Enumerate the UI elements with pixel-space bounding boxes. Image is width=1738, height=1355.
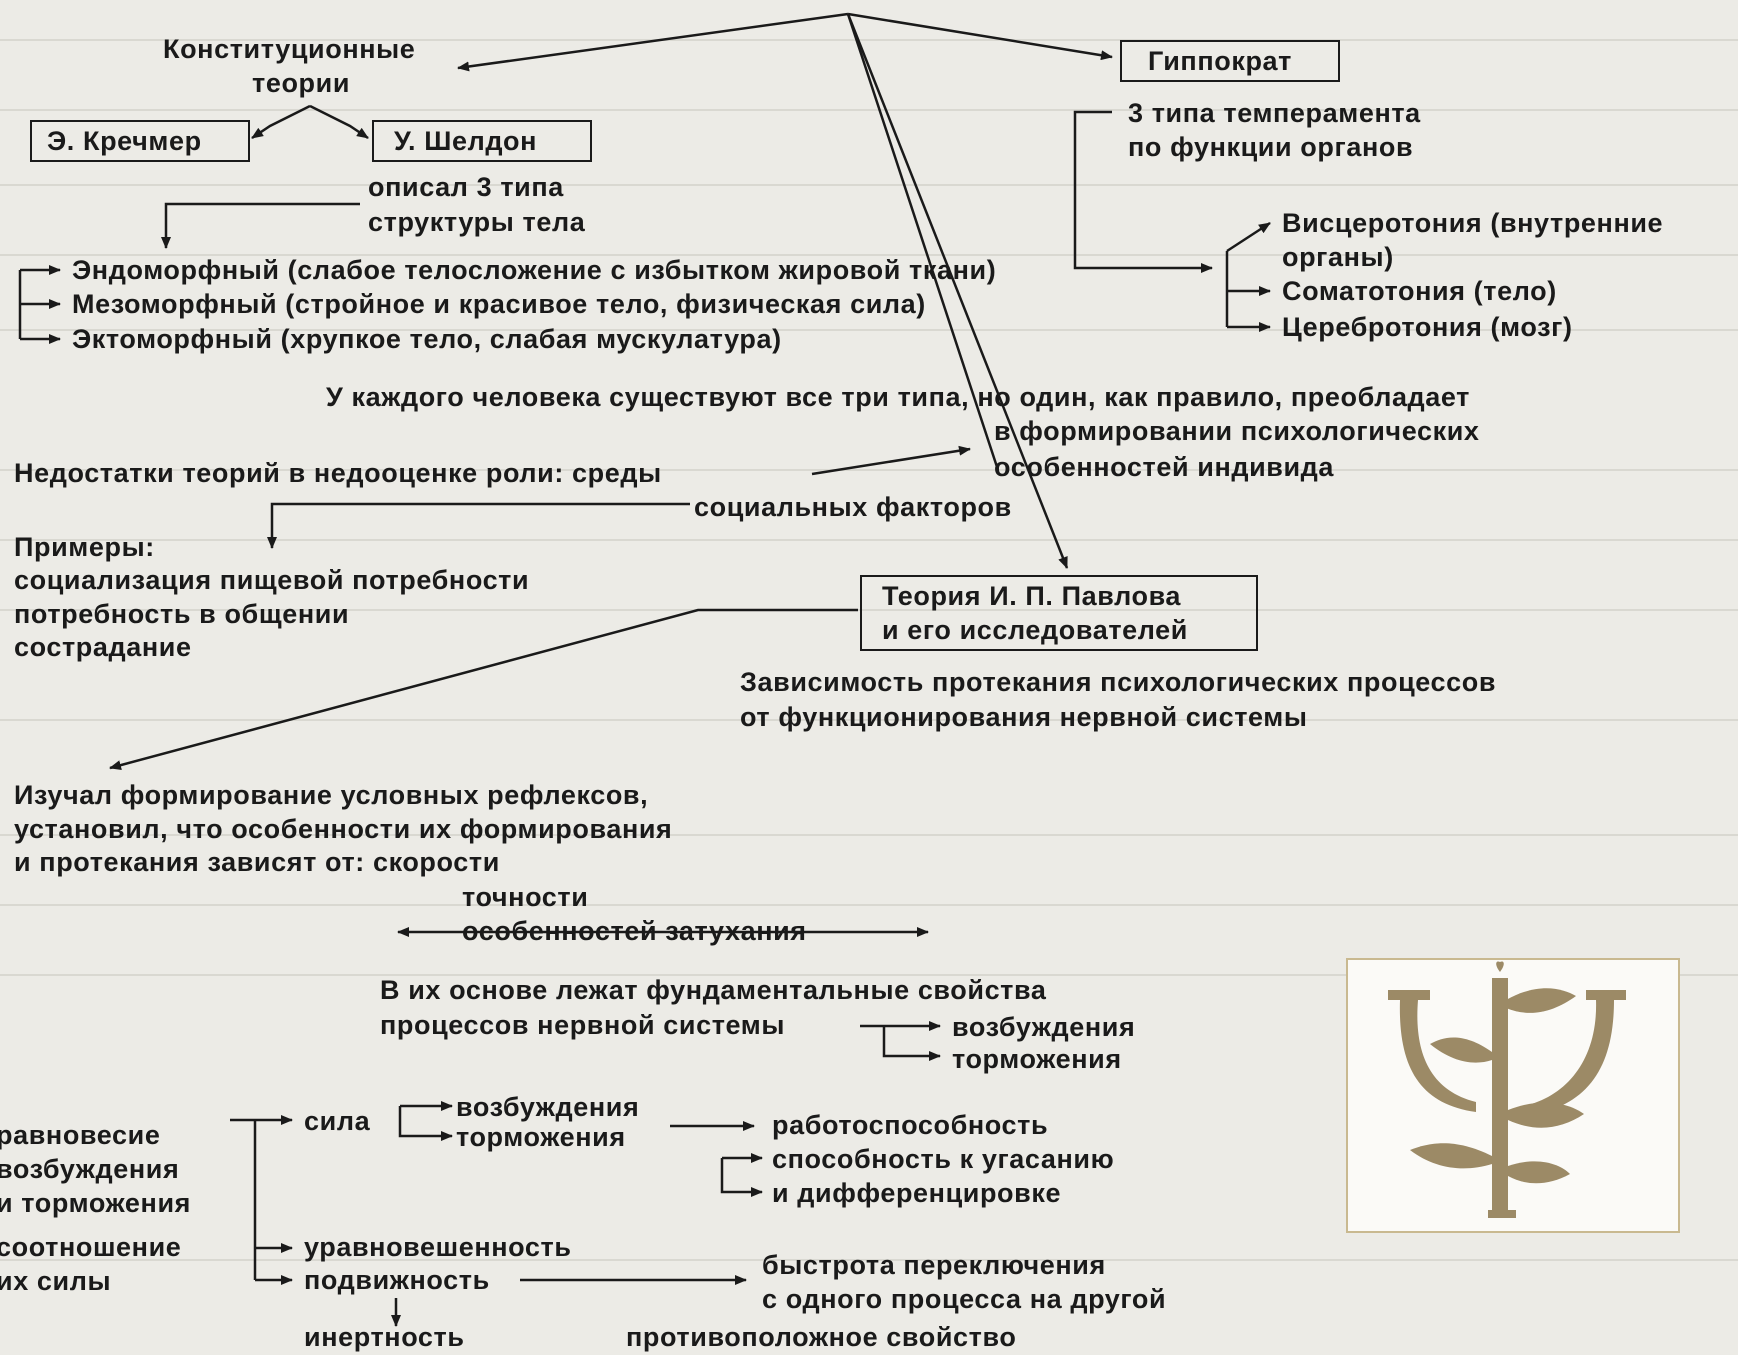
sheldon-desc-1: описал 3 типа — [368, 172, 564, 202]
somatotonia: Соматотония (тело) — [1282, 276, 1557, 306]
basis-inhibition: торможения — [952, 1044, 1122, 1074]
reflexes-3: и протекания зависят от: скорости — [14, 847, 500, 877]
strength-excitation: возбуждения — [456, 1092, 640, 1122]
basis-excitation: возбуждения — [952, 1012, 1136, 1042]
hippocrates-label: Гиппократ — [1148, 46, 1292, 76]
pavlov-box: Теория И. П. Павлова и его исследователе… — [860, 575, 1258, 651]
arrow-to-hippocrates — [847, 12, 1113, 61]
balance-text-4: соотношение — [0, 1232, 182, 1262]
balance-text-5: их силы — [0, 1266, 112, 1296]
arrow-visc — [1226, 221, 1271, 253]
basis-2: процессов нервной системы — [380, 1010, 786, 1040]
strength-label: сила — [304, 1106, 371, 1136]
reflexes-2: установил, что особенности их формирован… — [14, 814, 673, 844]
arrow-to-pavlov — [846, 13, 1069, 569]
example-3: сострадание — [14, 632, 192, 662]
pavlov-label-2: и его исследователей — [882, 615, 1188, 645]
performance: работоспособность — [772, 1110, 1049, 1140]
arrow-to-kretschmer — [251, 104, 311, 140]
balance-text-3: и торможения — [0, 1188, 192, 1218]
accuracy: точности — [462, 882, 589, 912]
arrow-to-examples — [267, 502, 690, 549]
arrow-basis — [882, 1026, 941, 1061]
basis-1: В их основе лежат фундаментальные свойст… — [380, 975, 1047, 1005]
reflexes-1: Изучал формирование условных рефлексов, — [14, 780, 649, 810]
kretschmer-label: Э. Кречмер — [47, 126, 202, 156]
inertia-label: инертность — [304, 1322, 465, 1352]
body-type-ectomorph: Эктоморфный (хрупкое тело, слабая мускул… — [72, 324, 782, 354]
dependency-1: Зависимость протекания психологических п… — [740, 667, 1497, 697]
cerebrotonia: Церебротония (мозг) — [1282, 312, 1573, 342]
arrow-to-constitutional — [457, 12, 849, 72]
line-hub-down — [846, 13, 1000, 471]
body-type-mesomorph: Мезоморфный (стройное и красивое тело, ф… — [72, 289, 926, 319]
sheldon-box: У. Шелдон — [372, 120, 592, 162]
arrow-hippocrates-types — [1073, 110, 1213, 273]
constitutional-label-2: теории — [252, 68, 351, 98]
example-1: социализация пищевой потребности — [14, 565, 530, 595]
fading: особенностей затухания — [462, 916, 807, 946]
arrow-pavlov-reflexes — [109, 608, 858, 770]
every-person-text: У каждого человека существуют все три ти… — [326, 382, 1470, 412]
pavlov-label-1: Теория И. П. Павлова — [882, 581, 1182, 611]
opposite-label: противоположное свойство — [626, 1322, 1017, 1352]
extinction: способность к угасанию — [772, 1144, 1115, 1174]
switch-1: быстрота переключения — [762, 1250, 1106, 1280]
hippocrates-desc-2: по функции органов — [1128, 132, 1414, 162]
arrow-to-sheldon — [309, 104, 369, 140]
examples-title: Примеры: — [14, 532, 155, 562]
formation-2: особенностей индивида — [994, 452, 1335, 482]
visceratonia-2: органы) — [1282, 242, 1394, 272]
hippocrates-desc-1: 3 типа темперамента — [1128, 98, 1421, 128]
balance-text-1: равновесие — [0, 1120, 161, 1150]
social-factors: социальных факторов — [694, 492, 1012, 522]
formation-1: в формировании психологических — [994, 416, 1480, 446]
arrow-to-formation — [811, 445, 971, 476]
mobility-label: подвижность — [304, 1265, 490, 1295]
psi-emblem-icon — [1388, 961, 1626, 1218]
kretschmer-box: Э. Кречмер — [30, 120, 250, 162]
sheldon-label: У. Шелдон — [394, 126, 538, 156]
balance-text-2: возбуждения — [0, 1154, 180, 1184]
dependency-2: от функционирования нервной системы — [740, 702, 1308, 732]
visceratonia-1: Висцеротония (внутренние — [1282, 208, 1664, 238]
arrow-sheldon-desc — [161, 202, 360, 249]
sheldon-desc-2: структуры тела — [368, 207, 586, 237]
strength-inhibition: торможения — [456, 1122, 626, 1152]
hippocrates-box: Гиппократ — [1120, 40, 1340, 82]
shortcomings-text: Недостатки теорий в недооценке роли: сре… — [14, 458, 662, 488]
constitutional-label-1: Конституционные — [163, 34, 416, 64]
body-type-endomorph: Эндоморфный (слабое телосложение с избыт… — [72, 255, 997, 285]
example-2: потребность в общении — [14, 599, 350, 629]
balance-label: уравновешенность — [304, 1232, 572, 1262]
switch-2: с одного процесса на другой — [762, 1284, 1167, 1314]
psi-logo — [1346, 958, 1680, 1233]
differentiation: и дифференцировке — [772, 1178, 1062, 1208]
